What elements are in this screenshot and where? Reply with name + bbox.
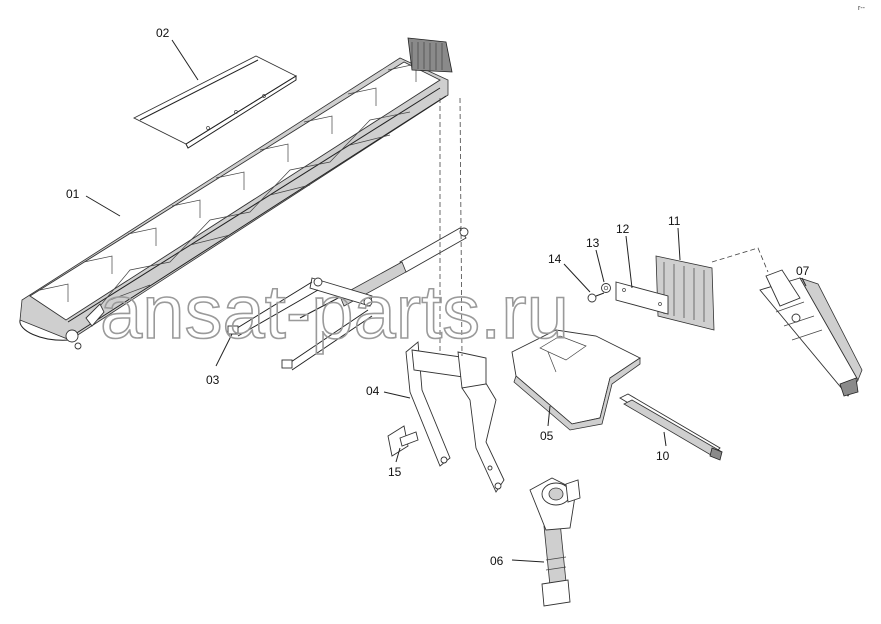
assembly-guide-lines — [439, 97, 769, 357]
part-15-small-bracket[interactable] — [387, 425, 419, 457]
callout-01: 01 — [66, 187, 80, 201]
part-05-hopper-chute[interactable] — [511, 329, 641, 431]
callout-07: 07 — [796, 264, 810, 278]
callout-04: 04 — [366, 384, 380, 398]
part-06-pump-pipe[interactable] — [529, 477, 581, 607]
part-10-slide-rail[interactable] — [619, 393, 723, 461]
part-13-washer[interactable] — [601, 283, 611, 293]
callout-05: 05 — [540, 429, 554, 443]
part-14-bolt[interactable] — [587, 292, 605, 303]
callout-02: 02 — [156, 26, 170, 40]
part-02-cover-plate[interactable] — [133, 55, 297, 149]
callout-06: 06 — [490, 554, 504, 568]
callout-03: 03 — [206, 373, 220, 387]
callout-13: 13 — [586, 236, 600, 250]
callout-10: 10 — [656, 449, 670, 463]
corner-mark: r-- — [858, 5, 866, 12]
part-07-side-unit[interactable] — [759, 269, 863, 397]
callout-15: 15 — [388, 465, 402, 479]
leader-lines — [85, 39, 807, 563]
callout-14: 14 — [548, 252, 562, 266]
part-03-cylinder-assembly[interactable] — [227, 227, 469, 371]
part-01-conveyor-frame[interactable] — [19, 37, 453, 350]
callout-11: 11 — [668, 214, 681, 228]
callout-labels: 01 02 03 04 05 06 07 10 11 12 13 14 15 — [66, 26, 810, 568]
part-12-gasket-plate[interactable] — [615, 281, 669, 315]
part-11-plate[interactable] — [655, 255, 715, 331]
callout-12: 12 — [616, 222, 630, 236]
part-04-bracket-arms[interactable] — [405, 341, 505, 493]
watermark-text: ansat-parts.ru — [100, 270, 569, 355]
